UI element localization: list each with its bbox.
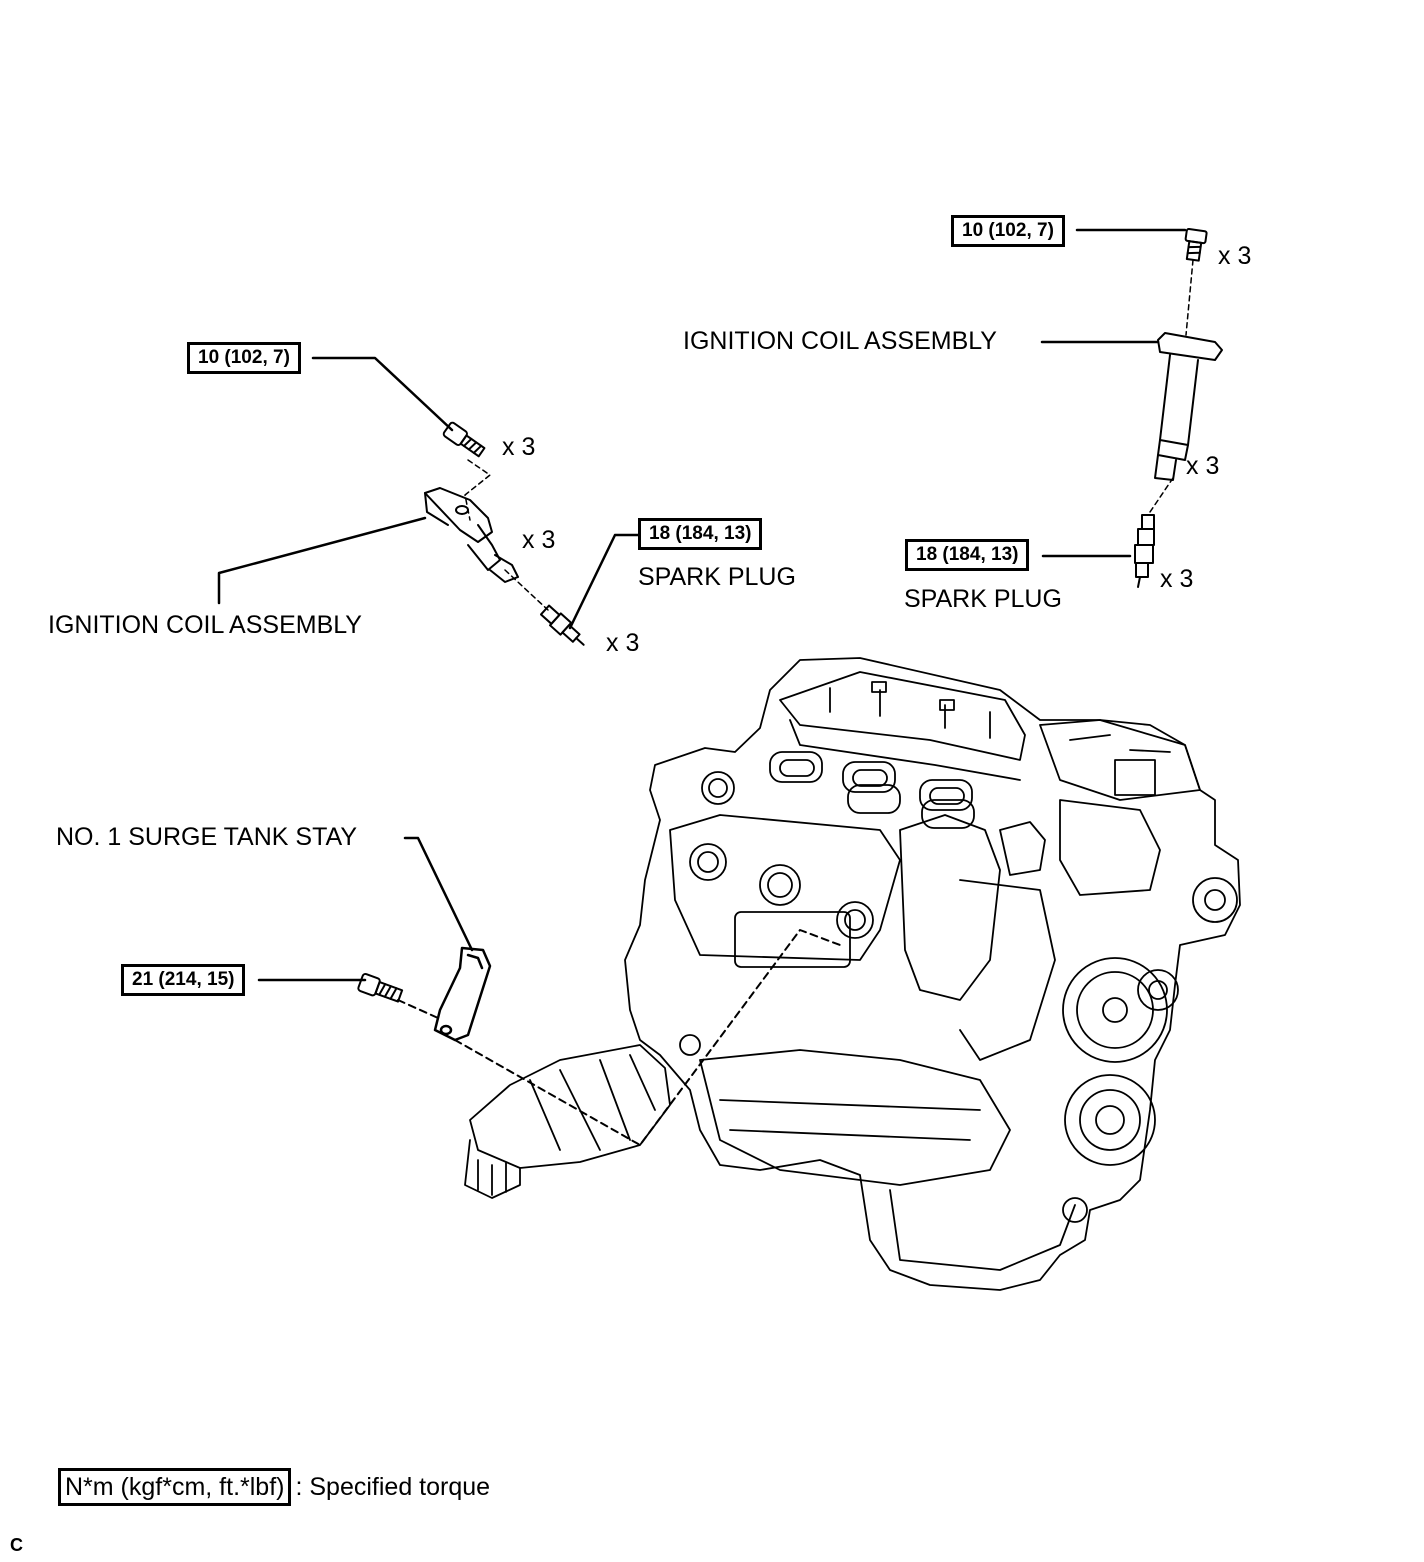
stay-dashed-guides	[397, 929, 841, 1146]
surge-tank-stay-bracket	[433, 946, 492, 1042]
qty-right-bolt: x 3	[1218, 242, 1252, 270]
torque-box-spark-plug-left: 18 (184, 13)	[638, 518, 763, 550]
right-ignition-coil	[1154, 332, 1223, 481]
qty-right-plug: x 3	[1160, 565, 1194, 593]
torque-legend: N*m (kgf*cm, ft.*lbf) : Specified torque	[58, 1468, 490, 1506]
left-ignition-coil	[424, 487, 519, 583]
leader-lines	[217, 228, 1187, 982]
right-coil-bolt	[1184, 228, 1208, 262]
torque-box-coil-bolt-right: 10 (102, 7)	[951, 215, 1065, 247]
legend-description: : Specified torque	[295, 1472, 491, 1501]
left-spark-plug	[539, 604, 585, 646]
torque-box-spark-plug-right: 18 (184, 13)	[905, 539, 1030, 571]
right-spark-plug	[1134, 514, 1155, 588]
dashed-guides	[464, 259, 1194, 611]
torque-box-coil-bolt-left: 10 (102, 7)	[187, 342, 301, 374]
label-ignition-coil-left: IGNITION COIL ASSEMBLY	[48, 611, 362, 639]
torque-box-stay-bolt: 21 (214, 15)	[121, 964, 246, 996]
label-spark-plug-right: SPARK PLUG	[904, 585, 1062, 613]
qty-left-plug: x 3	[606, 629, 640, 657]
qty-right-coil: x 3	[1186, 452, 1220, 480]
figure-code: C	[10, 1535, 23, 1555]
engine-block	[464, 657, 1241, 1291]
stay-bolt	[357, 972, 404, 1003]
qty-left-bolt: x 3	[502, 433, 536, 461]
left-coil-bolt	[442, 421, 486, 458]
qty-left-coil: x 3	[522, 526, 556, 554]
label-spark-plug-left: SPARK PLUG	[638, 563, 796, 591]
label-ignition-coil-right: IGNITION COIL ASSEMBLY	[683, 327, 997, 355]
label-surge-tank-stay: NO. 1 SURGE TANK STAY	[56, 823, 357, 851]
legend-unit-box: N*m (kgf*cm, ft.*lbf)	[58, 1468, 292, 1506]
